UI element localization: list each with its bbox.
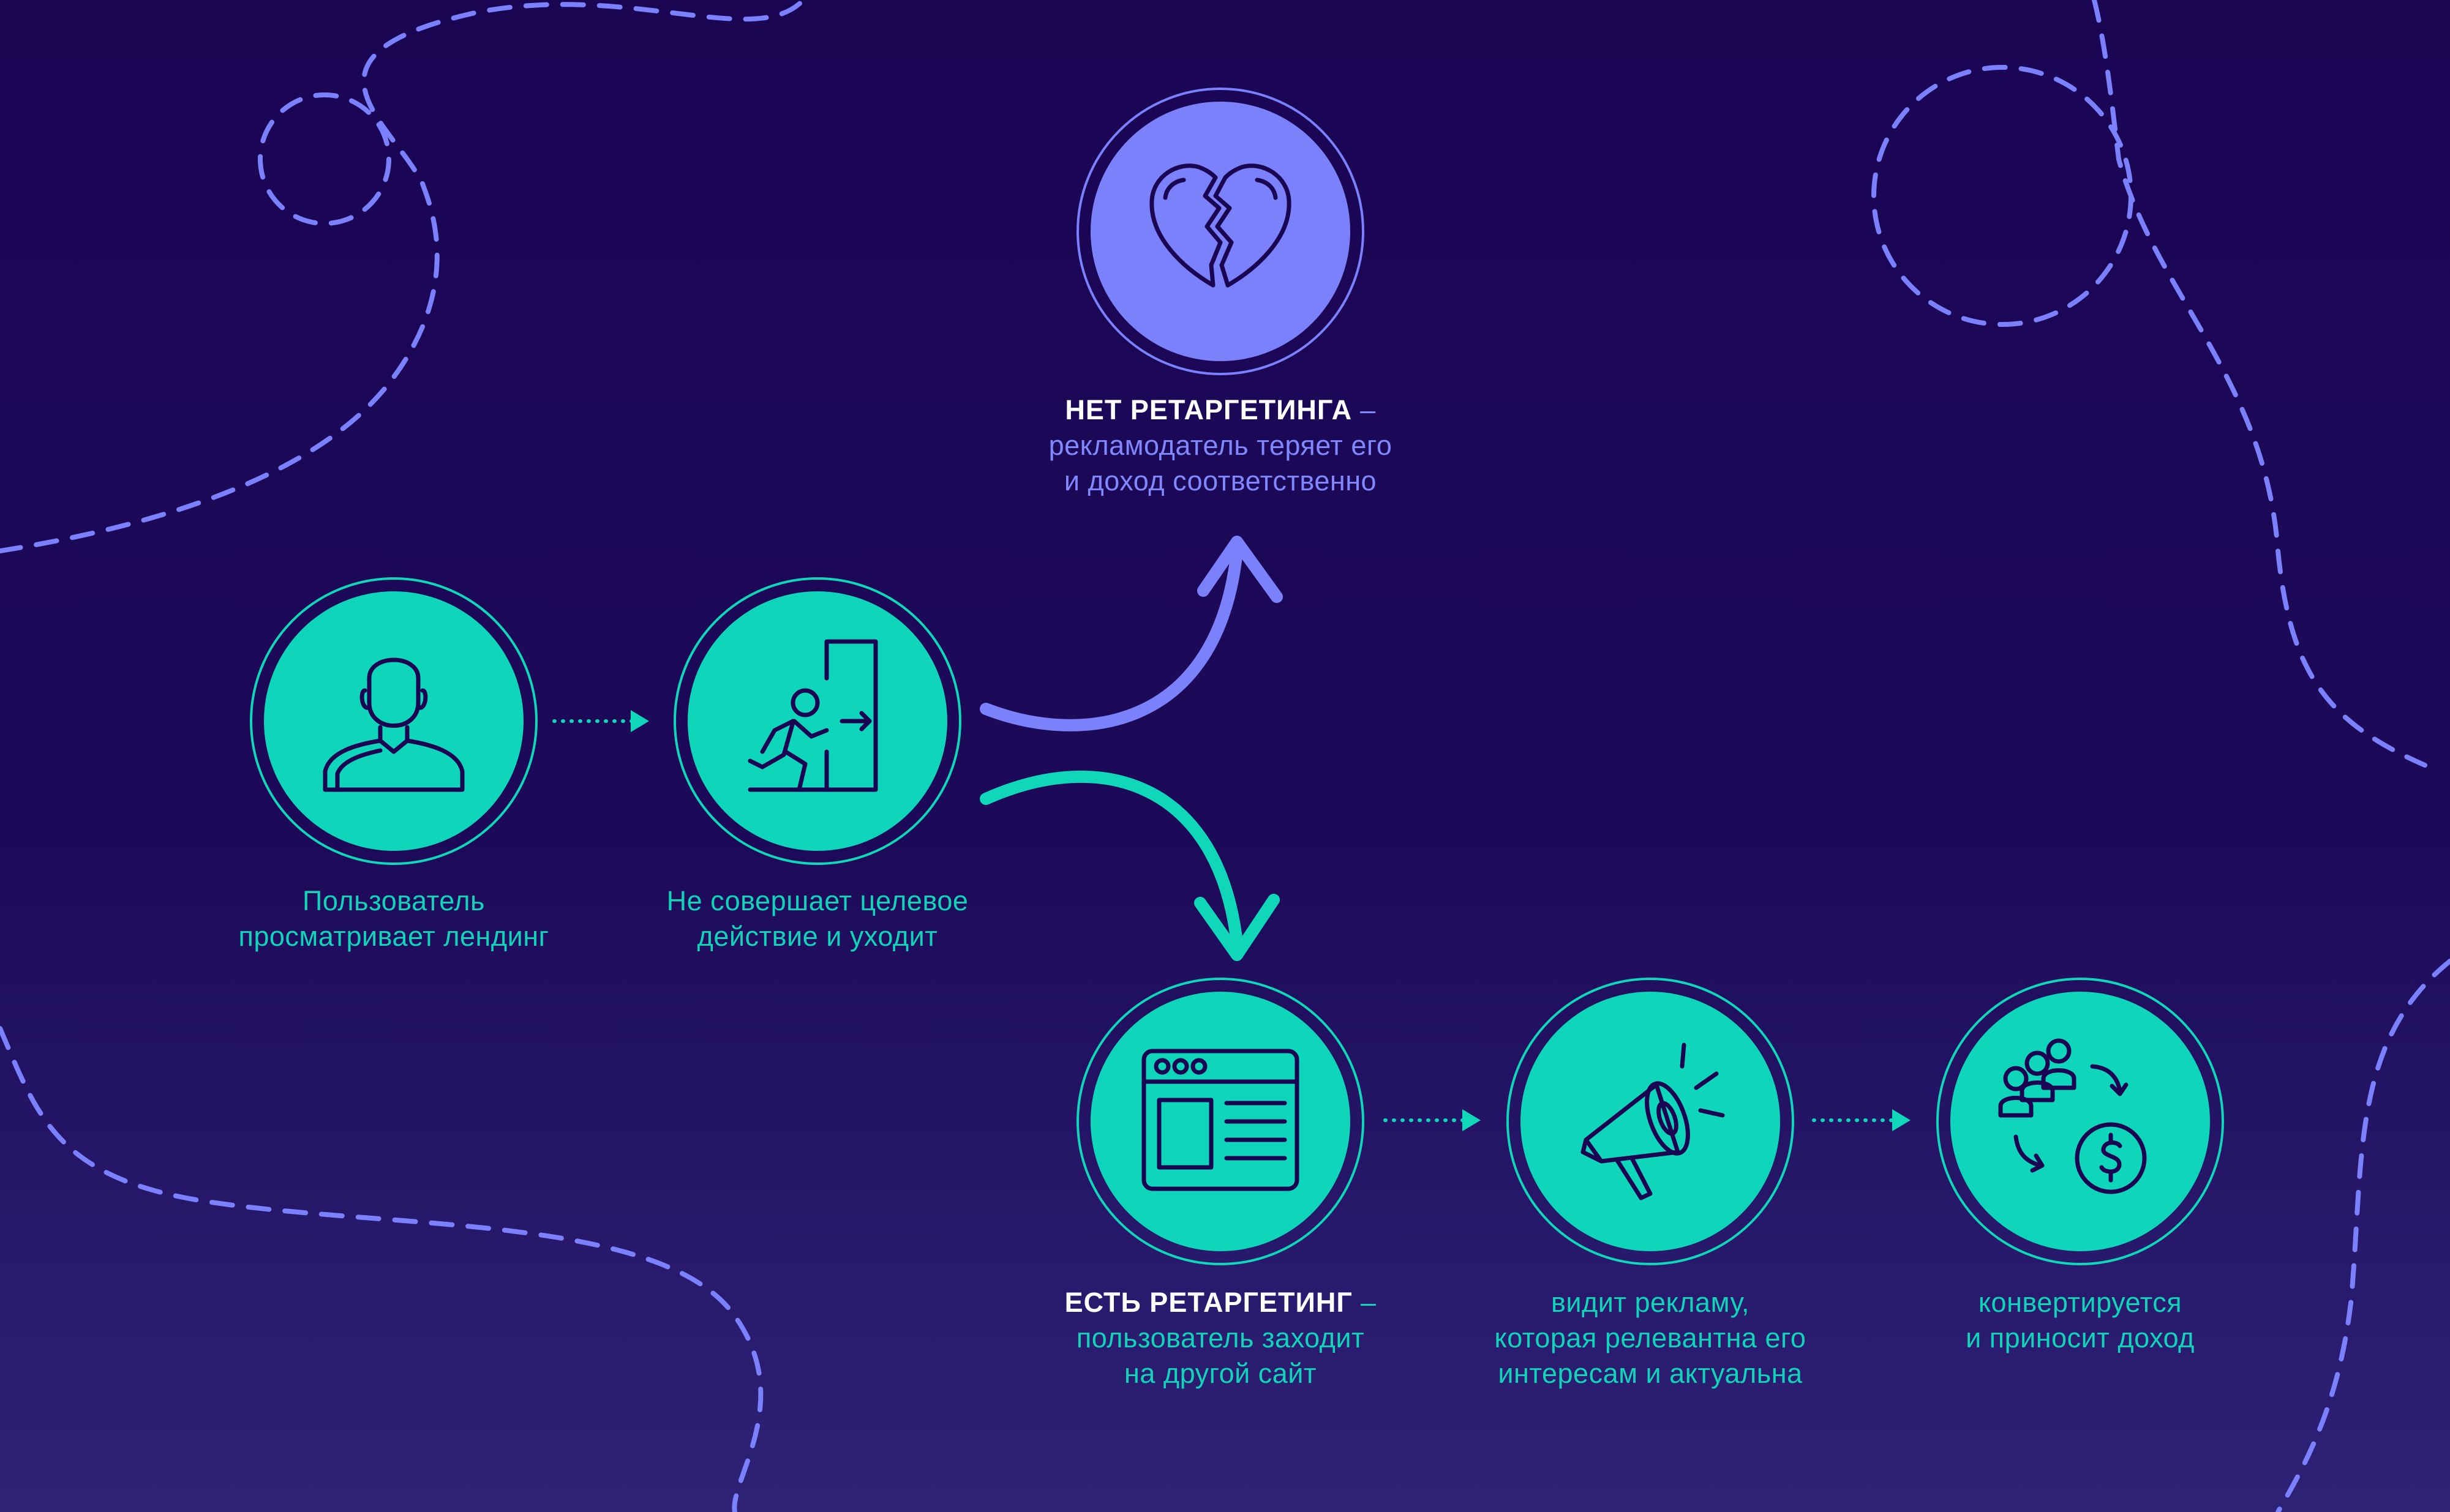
step-leave-node <box>674 577 961 865</box>
megaphone-icon <box>1558 1030 1742 1213</box>
step-convert-node <box>1936 978 2224 1265</box>
broken-heart-icon <box>1129 140 1312 323</box>
step-no-retargeting-node <box>1077 88 1364 375</box>
connector-arrowhead <box>1462 1109 1481 1131</box>
caption-heading-line: НЕТ РЕТАРГЕТИНГА – <box>969 392 1471 428</box>
caption-line: рекламодатель теряет его <box>1048 430 1392 461</box>
step-leave-ring <box>674 577 961 865</box>
step-ad-caption: видит рекламу, которая релевантна его ин… <box>1399 1285 1901 1391</box>
heading-dash: – <box>1352 394 1376 425</box>
step-no-retargeting-caption: НЕТ РЕТАРГЕТИНГА – рекламодатель теряет … <box>969 392 1471 499</box>
connector-arrowhead <box>631 710 649 732</box>
caption-line: Не совершает целевое <box>666 885 969 916</box>
step-leave-disc <box>688 591 947 851</box>
caption-line: и приносит доход <box>1966 1322 2195 1353</box>
step-convert-ring <box>1936 978 2224 1265</box>
step-ad-ring <box>1506 978 1794 1265</box>
decor-dashed-curve-bottom-left <box>0 1026 764 1512</box>
step-user-node <box>250 577 538 865</box>
caption-line: интересам и актуальна <box>1498 1358 1803 1389</box>
caption-line: действие и уходит <box>697 921 938 952</box>
caption-heading-line: ЕСТЬ РЕТАРГЕТИНГ – <box>969 1285 1471 1320</box>
heading-dash: – <box>1352 1287 1377 1318</box>
step-leave-caption: Не совершает целевое действие и уходит <box>566 883 1069 954</box>
arrow-to-retargeting-head <box>1194 894 1280 961</box>
caption-line: на другой сайт <box>1124 1358 1317 1389</box>
retargeting-heading: ЕСТЬ РЕТАРГЕТИНГ <box>1064 1287 1353 1318</box>
connector-arrowhead <box>1892 1109 1911 1131</box>
step-retargeting-disc <box>1091 992 1350 1251</box>
caption-line: пользователь заходит <box>1076 1322 1365 1353</box>
caption-line: которая релевантна его <box>1494 1322 1806 1353</box>
arrow-to-no-retargeting-head <box>1197 536 1283 603</box>
decor-dashed-curve-top-right <box>2092 0 2427 768</box>
caption-line: просматривает лендинг <box>238 921 549 952</box>
user-icon <box>302 629 486 813</box>
exit-running-icon <box>726 629 909 813</box>
caption-line: и доход соответственно <box>1064 465 1377 496</box>
caption-line: видит рекламу, <box>1550 1287 1750 1318</box>
conversion-money-icon <box>1988 1030 2172 1213</box>
step-retargeting-ring <box>1077 978 1364 1265</box>
arrow-to-no-retargeting <box>980 545 1243 732</box>
step-user-disc <box>264 591 524 851</box>
step-retargeting-caption: ЕСТЬ РЕТАРГЕТИНГ – пользователь заходит … <box>969 1285 1471 1391</box>
decor-dashed-curve-bottom-right <box>2275 959 2450 1512</box>
step-convert-disc <box>1950 992 2210 1251</box>
decor-dashed-loop-top-left <box>258 92 391 226</box>
decor-dashed-loop-top-right <box>1871 65 2133 327</box>
browser-window-icon <box>1129 1030 1312 1213</box>
step-ad-node <box>1506 978 1794 1265</box>
step-no-retargeting-ring <box>1077 88 1364 375</box>
step-retargeting-node <box>1077 978 1364 1265</box>
arrow-to-retargeting <box>980 770 1243 949</box>
decor-dashed-curve-top-left <box>0 0 806 553</box>
step-user-caption: Пользователь просматривает лендинг <box>143 883 645 954</box>
step-user-ring <box>250 577 538 865</box>
step-convert-caption: конвертируется и приносит доход <box>1829 1285 2331 1356</box>
no-retargeting-heading: НЕТ РЕТАРГЕТИНГА <box>1065 394 1353 425</box>
caption-line: конвертируется <box>1978 1287 2182 1318</box>
caption-line: Пользователь <box>302 885 486 916</box>
